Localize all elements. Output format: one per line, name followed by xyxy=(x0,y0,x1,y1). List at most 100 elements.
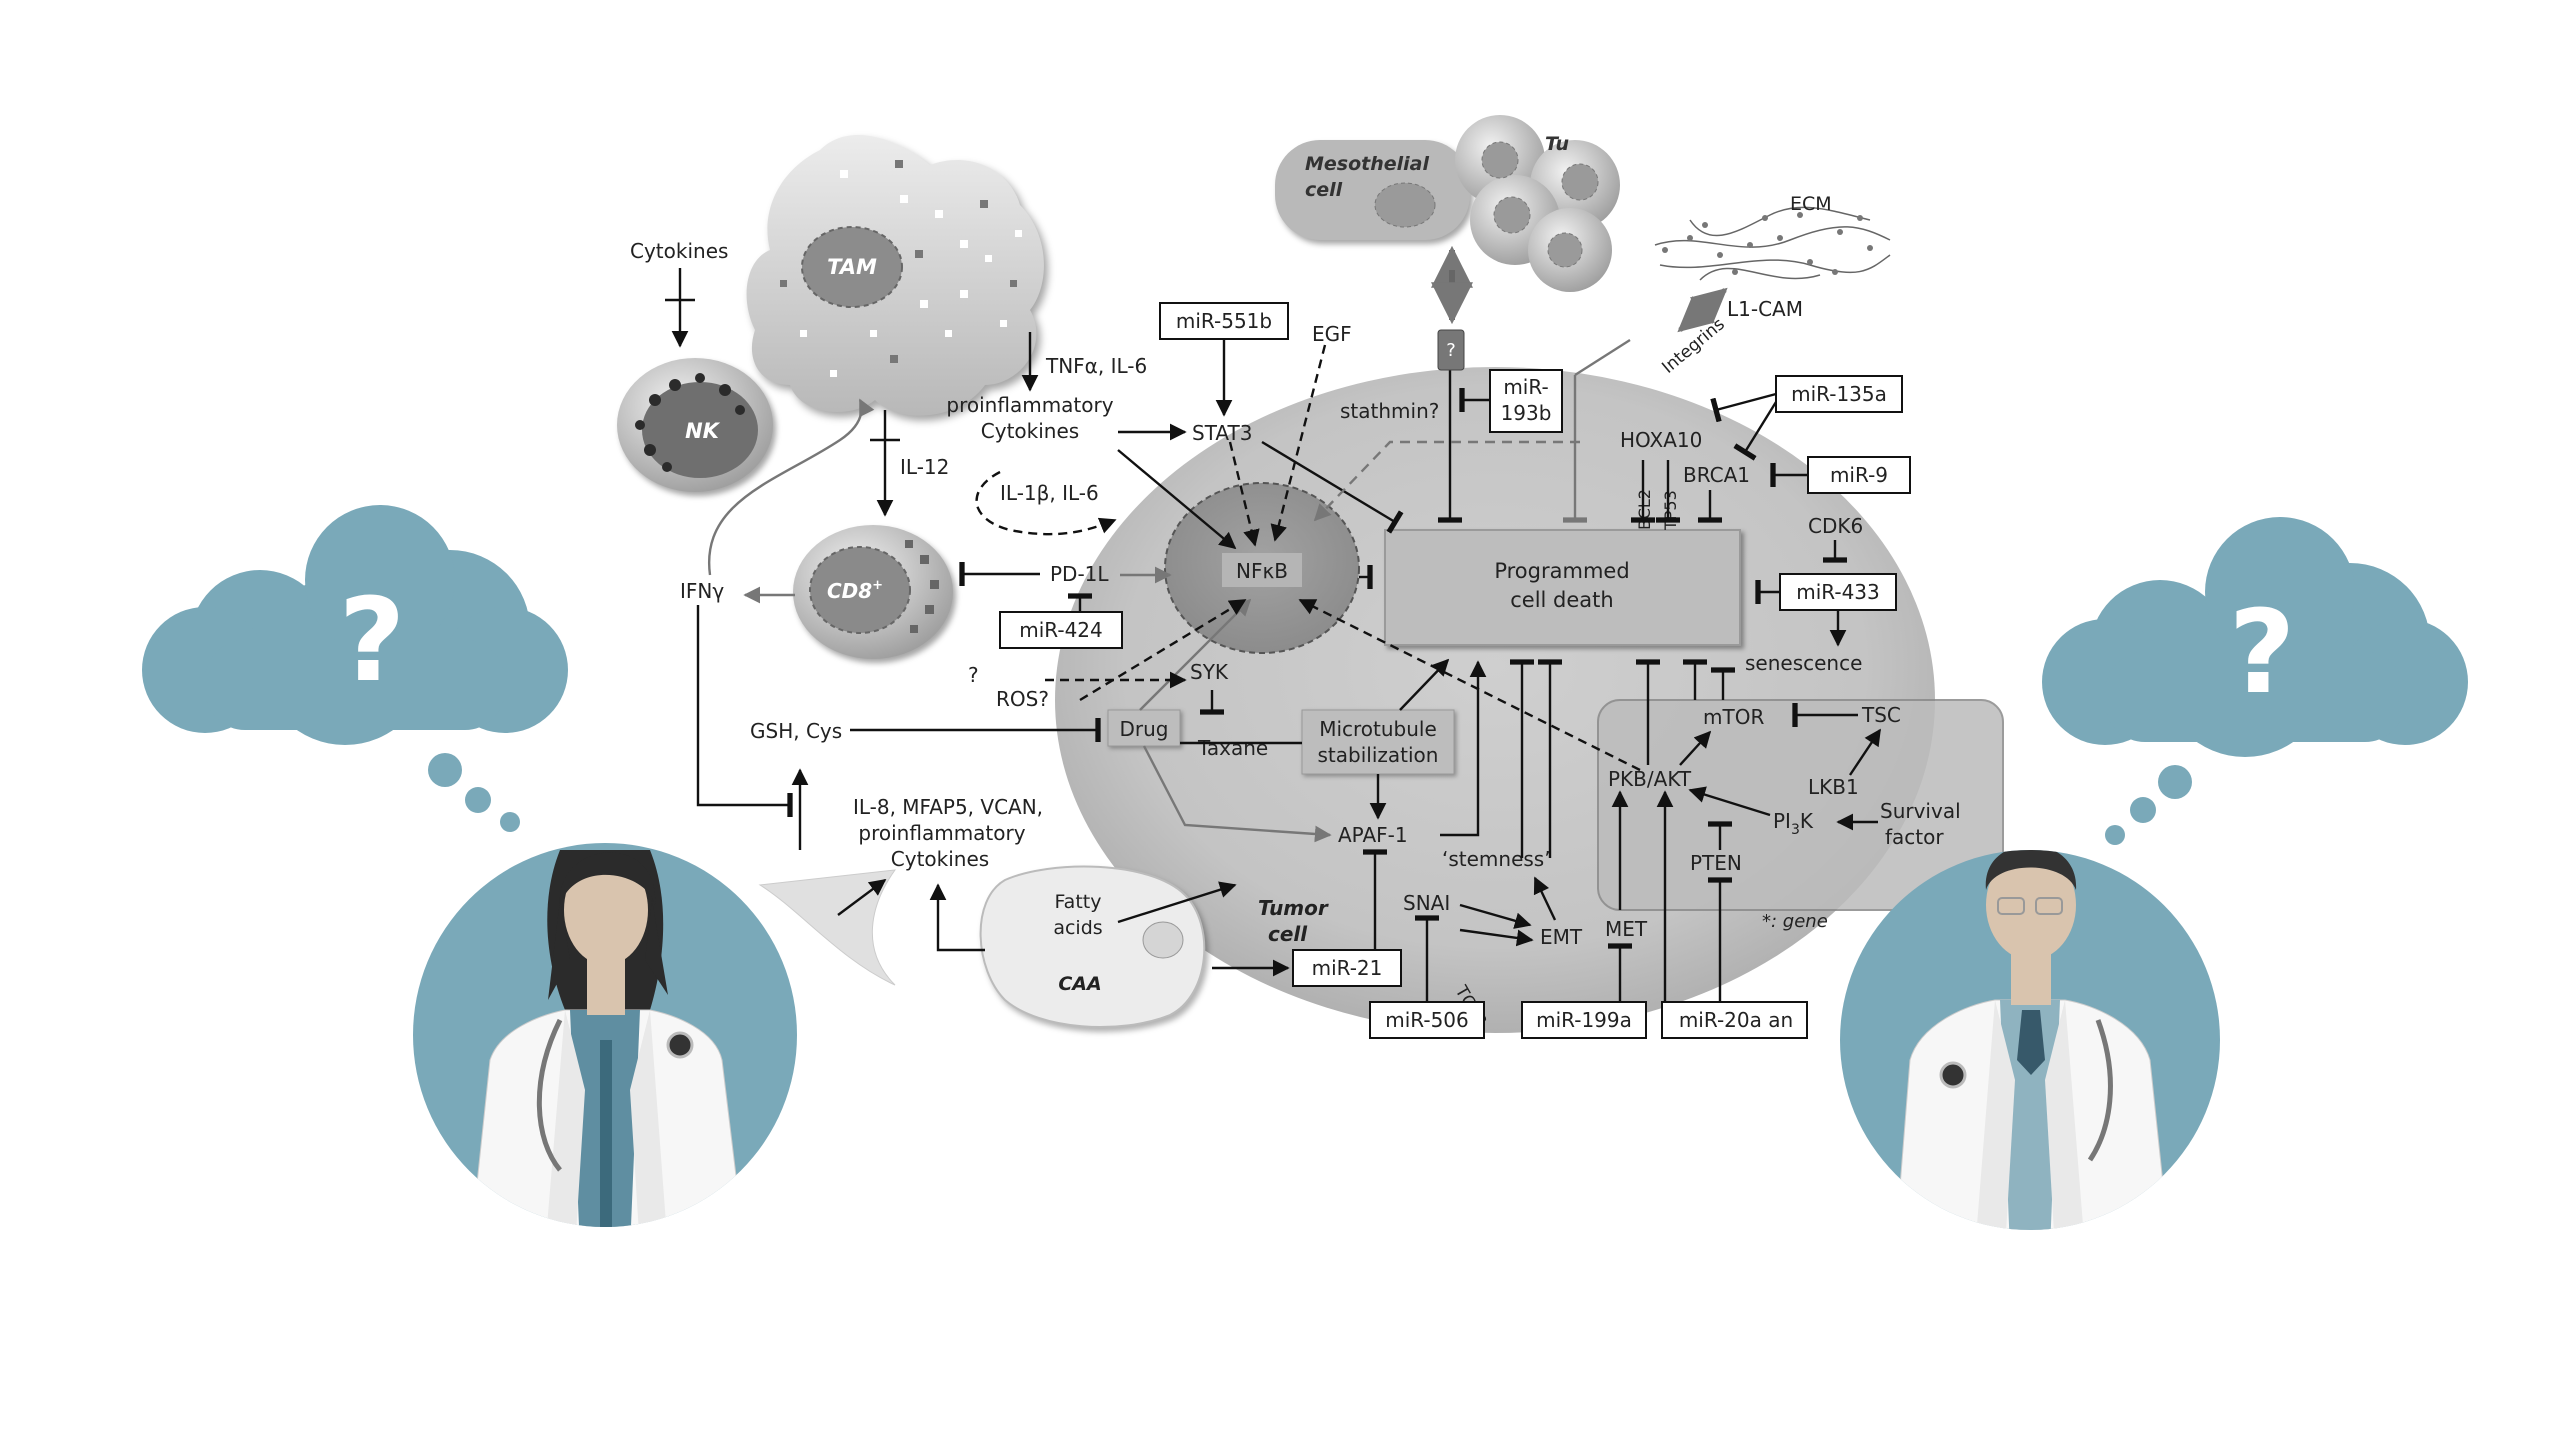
pcd-label-line1: Programmed xyxy=(1494,559,1629,583)
proinflammatory-label-line2: Cytokines xyxy=(981,419,1079,443)
programmed-cell-death-node: Programmed cell death xyxy=(1384,529,1741,646)
svg-text:PI3K: PI3K xyxy=(1773,809,1814,838)
svg-text:CD8+: CD8+ xyxy=(827,578,883,603)
mesothelial-label-line2: cell xyxy=(1305,179,1343,201)
ecm-label: ECM xyxy=(1790,193,1832,215)
pi3k-label: PI xyxy=(1773,809,1791,833)
tu-label: Tu xyxy=(1545,133,1569,155)
tumor-cell-label-line2: cell xyxy=(1268,922,1308,946)
drug-node: Drug xyxy=(1107,709,1181,747)
nk-label: NK xyxy=(685,419,721,443)
mir433-label: miR-433 xyxy=(1796,580,1880,604)
mir9-label: miR-9 xyxy=(1830,463,1888,487)
mir193b-box: miR-193b xyxy=(1489,369,1563,433)
emt-label: EMT xyxy=(1540,925,1583,949)
nfkb-node: NFκB xyxy=(1164,482,1360,654)
il1b-il6-label: IL-1β, IL-6 xyxy=(1000,481,1099,505)
stat3-label: STAT3 xyxy=(1192,421,1252,445)
mtor-label: mTOR xyxy=(1703,705,1764,729)
caa-cell: Fatty acids CAA xyxy=(979,865,1206,1028)
gene-note-label: *: gene xyxy=(1762,911,1828,932)
pcd-label-line2: cell death xyxy=(1510,588,1613,612)
unknown-factor-tag: ? xyxy=(1437,329,1465,371)
drug-label: Drug xyxy=(1120,717,1169,741)
lkb1-label: LKB1 xyxy=(1808,775,1859,799)
egf-label: EGF xyxy=(1312,322,1352,346)
pkb-akt-label: PKB/AKT xyxy=(1608,767,1692,791)
microtubule-label-line2: stabilization xyxy=(1318,743,1439,767)
question-label: ? xyxy=(968,663,979,687)
mir21-box: miR-21 xyxy=(1292,949,1402,987)
right-thought-bubble: ? xyxy=(2042,517,2468,845)
stemness-label: ‘stemness’ xyxy=(1442,847,1551,871)
mir135a-label: miR-135a xyxy=(1791,382,1887,406)
dashed-connectors xyxy=(975,344,1641,772)
left-thought-bubble: ? xyxy=(142,505,568,832)
il8-label-line1: IL-8, MFAP5, VCAN, xyxy=(853,795,1043,819)
stathmin-label: stathmin? xyxy=(1340,399,1439,423)
mir551b-label: miR-551b xyxy=(1176,309,1272,333)
il8-label-line2: proinflammatory xyxy=(858,821,1025,845)
pathway-connectors xyxy=(665,245,1881,1002)
mir433-box: miR-433 xyxy=(1779,573,1897,611)
male-doctor-avatar xyxy=(1840,850,2220,1230)
proinflammatory-label-line1: proinflammatory xyxy=(946,393,1113,417)
integrins-label: Integrins xyxy=(1658,314,1728,378)
cd8-label: CD8 xyxy=(827,579,872,603)
tp53-label: TP53 xyxy=(1661,490,1680,531)
mir199a-label: miR-199a xyxy=(1536,1008,1632,1032)
taxane-label: Taxane xyxy=(1197,736,1268,760)
met-label: MET xyxy=(1605,917,1648,941)
bcl2-label: BCL2 xyxy=(1635,489,1654,530)
cd8-superscript: + xyxy=(872,578,883,593)
gray-connectors xyxy=(707,287,1728,843)
fatty-acids-line1: Fatty xyxy=(1055,891,1102,913)
survival-factor-line1: Survival xyxy=(1880,799,1961,823)
nfkb-label: NFκB xyxy=(1236,559,1288,583)
left-question-mark-icon: ? xyxy=(339,574,406,708)
tumor-cell-label-line1: Tumor xyxy=(1258,896,1329,920)
survival-factor-line2: factor xyxy=(1885,825,1944,849)
female-doctor-avatar xyxy=(413,843,797,1227)
mir135a-box: miR-135a xyxy=(1775,375,1903,413)
tam-cell: TAM xyxy=(746,134,1044,416)
caa-label: CAA xyxy=(1058,973,1101,995)
mir193b-label-line2: 193b xyxy=(1501,401,1552,425)
mir20a-label: miR-20a an xyxy=(1679,1008,1793,1032)
mtor-pathway-region xyxy=(1597,699,2004,911)
microtubule-node: Microtubule stabilization xyxy=(1301,709,1455,775)
syk-label: SYK xyxy=(1190,660,1229,684)
mirna-boxes: miR-551b miR-193b miR-135a miR-9 miR-433… xyxy=(999,302,1911,1039)
dashed-gray-connector xyxy=(1313,440,1580,522)
fatty-acids-line2: acids xyxy=(1053,917,1102,939)
text-labels: Cytokines TNFα, IL-6 proinflammatory Cyt… xyxy=(630,239,1961,949)
il12-label: IL-12 xyxy=(900,455,949,479)
tnf-il6-label: TNFα, IL-6 xyxy=(1045,354,1147,378)
gsh-cys-label: GSH, Cys xyxy=(750,719,842,743)
mir506-box: miR-506 xyxy=(1369,1001,1485,1039)
mesothelial-cell: Mesothelial cell xyxy=(1275,140,1470,240)
hoxa10-label: HOXA10 xyxy=(1620,428,1702,452)
l1cam-label: L1-CAM xyxy=(1727,297,1803,321)
microtubule-label-line1: Microtubule xyxy=(1319,717,1437,741)
cd8-cell: CD8+ xyxy=(793,525,953,659)
mir9-box: miR-9 xyxy=(1807,456,1911,494)
mir506-label: miR-506 xyxy=(1385,1008,1469,1032)
cytokines-label: Cytokines xyxy=(630,239,728,263)
mir21-label: miR-21 xyxy=(1312,956,1383,980)
ros-label: ROS? xyxy=(996,687,1049,711)
pd1l-label: PD-1L xyxy=(1050,562,1109,586)
snai-label: SNAI xyxy=(1403,891,1450,915)
ifng-label: IFNγ xyxy=(680,579,724,603)
mir424-box: miR-424 xyxy=(999,611,1123,649)
senescence-label: senescence xyxy=(1745,651,1862,675)
unknown-factor-label: ? xyxy=(1446,340,1456,361)
brca1-label: BRCA1 xyxy=(1683,463,1750,487)
mir20a-box: miR-20a an xyxy=(1661,1001,1808,1039)
tsc-label: TSC xyxy=(1861,703,1901,727)
mir424-label: miR-424 xyxy=(1019,618,1103,642)
pten-label: PTEN xyxy=(1690,851,1742,875)
mir551b-box: miR-551b xyxy=(1159,302,1289,340)
mir199a-box: miR-199a xyxy=(1521,1001,1647,1039)
